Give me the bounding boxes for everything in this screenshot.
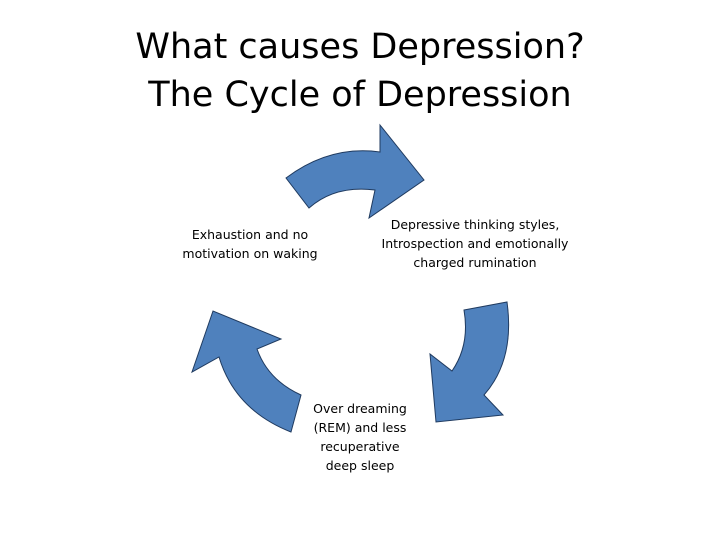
label-line: (REM) and less [313, 420, 407, 435]
label-line: Introspection and emotionally [381, 236, 569, 251]
curved-arrow-top [285, 123, 425, 220]
label-dreaming: Over dreaming (REM) and less recuperativ… [300, 399, 420, 475]
slide-title-line1: What causes Depression? [135, 27, 585, 67]
label-exhaustion: Exhaustion and no motivation on waking [170, 225, 330, 263]
label-line: charged rumination [413, 255, 537, 270]
curved-arrow-right [429, 301, 510, 423]
label-line: Depressive thinking styles, [390, 217, 560, 232]
label-thinking: Depressive thinking styles, Introspectio… [375, 215, 575, 272]
label-line: motivation on waking [182, 246, 318, 261]
label-line: Over dreaming [313, 401, 407, 416]
slide-title-line2: The Cycle of Depression [148, 75, 572, 115]
label-line: recuperative [320, 439, 400, 454]
label-line: deep sleep [325, 458, 395, 473]
label-line: Exhaustion and no [191, 227, 309, 242]
curved-arrow-left [191, 310, 302, 433]
